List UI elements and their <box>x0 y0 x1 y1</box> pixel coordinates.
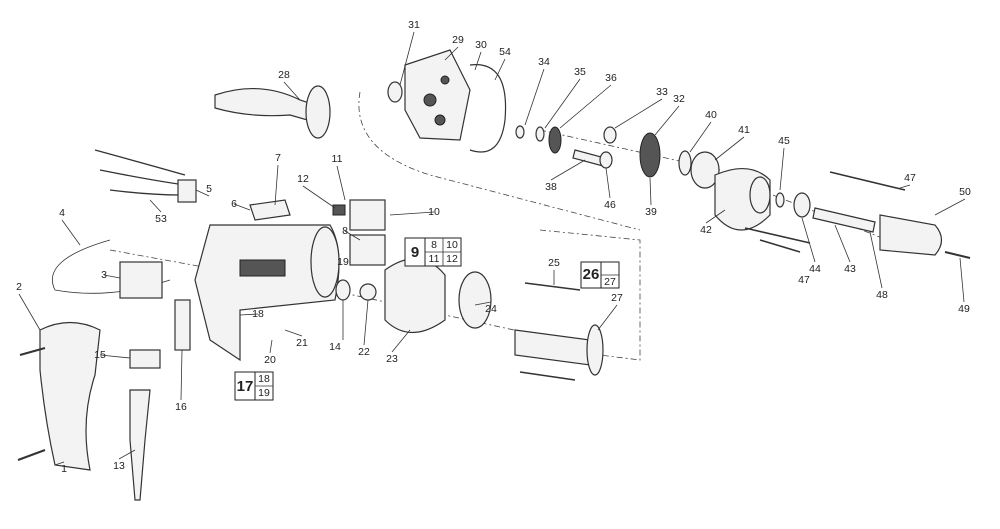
bearing-22 <box>359 283 377 301</box>
bearing-33 <box>603 126 617 144</box>
label-46: 46 <box>604 199 616 211</box>
cover-16 <box>174 299 191 351</box>
label-50: 50 <box>959 186 971 198</box>
wires <box>94 149 186 196</box>
label-38: 38 <box>545 181 557 193</box>
assembly-line <box>358 91 641 231</box>
kit-item: 12 <box>446 253 458 265</box>
spindle-48 <box>812 207 876 233</box>
screw-49 <box>944 251 971 259</box>
label-21: 21 <box>296 337 308 349</box>
kit-item: 18 <box>258 373 270 385</box>
assembly-line <box>539 129 721 171</box>
label-22: 22 <box>358 346 370 358</box>
brand-label <box>239 259 286 277</box>
kit-17: 17 18 19 <box>234 371 274 401</box>
bearing-44 <box>793 192 811 218</box>
part-34 <box>515 125 525 139</box>
bearing-14 <box>335 279 351 301</box>
label-45: 45 <box>778 135 790 147</box>
label-48: 48 <box>876 289 888 301</box>
label-41: 41 <box>738 124 750 136</box>
label-2: 2 <box>16 281 22 293</box>
label-5: 5 <box>206 183 212 195</box>
label-40: 40 <box>705 109 717 121</box>
label-16: 16 <box>175 401 187 413</box>
kit-item: 19 <box>258 387 270 399</box>
gear-39 <box>639 132 661 178</box>
label-30: 30 <box>475 39 487 51</box>
label-20: 20 <box>264 354 276 366</box>
label-34: 34 <box>538 56 550 68</box>
label-4: 4 <box>59 207 65 219</box>
ring-45 <box>775 192 785 208</box>
label-36: 36 <box>605 72 617 84</box>
assembly-line <box>539 229 641 361</box>
label-24: 24 <box>485 303 497 315</box>
bearing-46 <box>599 151 613 169</box>
kit-9-number: 9 <box>411 244 419 261</box>
label-39: 39 <box>645 206 657 218</box>
cover-6 <box>249 199 291 221</box>
label-25: 25 <box>548 257 560 269</box>
clip-40 <box>678 150 692 176</box>
label-11: 11 <box>332 153 343 165</box>
fan-27 <box>586 324 604 376</box>
label-1: 1 <box>61 463 67 475</box>
label-6: 6 <box>231 198 237 210</box>
kit-17-number: 17 <box>237 378 254 395</box>
label-35: 35 <box>574 66 586 78</box>
label-33: 33 <box>656 86 668 98</box>
label-28: 28 <box>278 69 290 81</box>
label-49: 49 <box>958 303 970 315</box>
bearing-31 <box>387 81 403 103</box>
kit-item: 8 <box>431 239 437 251</box>
label-53: 53 <box>155 213 167 225</box>
chuck-50 <box>879 214 943 256</box>
label-12: 12 <box>297 173 309 185</box>
label-18: 18 <box>252 308 264 320</box>
kit-26-number: 26 <box>583 266 600 283</box>
field-23 <box>384 258 446 333</box>
label-10: 10 <box>428 206 440 218</box>
label-14: 14 <box>329 341 341 353</box>
label-42: 42 <box>700 224 712 236</box>
gear-case <box>404 49 471 141</box>
screw-25 <box>524 282 581 291</box>
cord-13 <box>129 389 151 501</box>
brush-holder <box>349 199 386 231</box>
side-handle <box>214 85 331 139</box>
label-31: 31 <box>408 19 420 31</box>
baffle-24 <box>458 271 492 329</box>
label-44: 44 <box>809 263 821 275</box>
label-47: 47 <box>904 172 916 184</box>
handle-half <box>39 321 101 471</box>
screw-47 <box>829 171 906 191</box>
label-47: 47 <box>798 274 810 286</box>
label-32: 32 <box>673 93 685 105</box>
kit-26: 26 27 <box>580 261 620 289</box>
cord-clamp-15 <box>129 349 161 369</box>
kit-item: 11 <box>429 253 440 265</box>
gear-36 <box>548 126 562 154</box>
label-8: 8 <box>342 225 348 237</box>
label-19: 19 <box>337 256 349 268</box>
label-54: 54 <box>499 46 511 58</box>
kit-9: 9 8 10 11 12 <box>404 237 462 267</box>
label-27: 27 <box>611 292 623 304</box>
capacitor-5 <box>177 179 197 203</box>
label-29: 29 <box>452 34 464 46</box>
kit-item: 10 <box>446 239 458 251</box>
gasket-54 <box>469 64 507 153</box>
part-35 <box>535 126 545 142</box>
switch-3 <box>119 261 163 299</box>
label-43: 43 <box>844 263 856 275</box>
kit-item: 27 <box>604 276 616 288</box>
label-23: 23 <box>386 353 398 365</box>
plate-41 <box>690 151 720 189</box>
brush-12 <box>332 204 346 216</box>
label-13: 13 <box>113 460 125 472</box>
label-7: 7 <box>275 152 281 164</box>
armature-26 <box>514 329 591 366</box>
